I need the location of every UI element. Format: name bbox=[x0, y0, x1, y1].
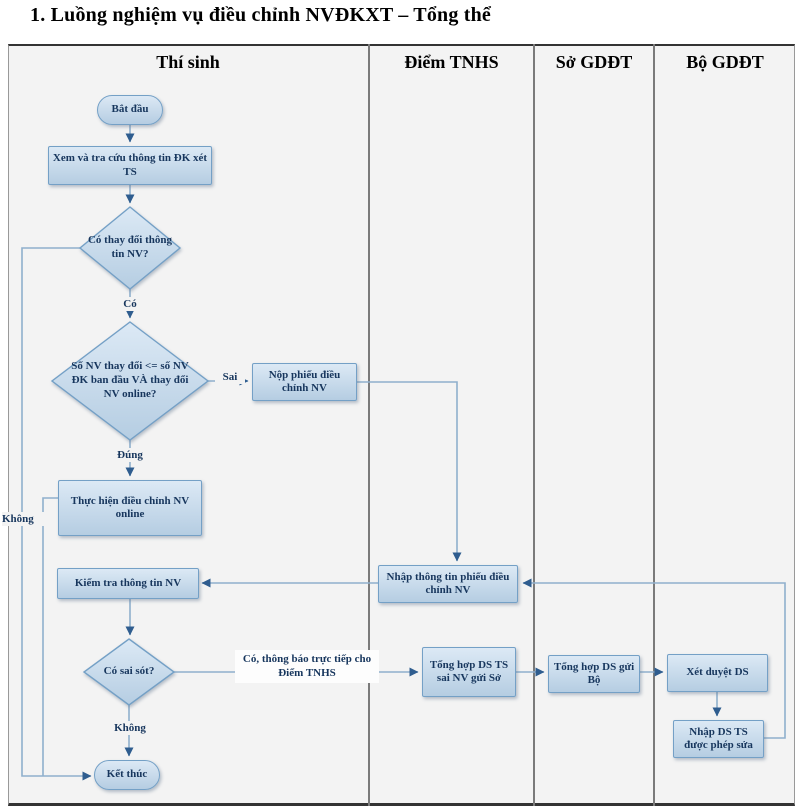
view-info-node: Xem và tra cứu thông tin ĐK xét TS bbox=[48, 146, 212, 185]
lane-header-bo-gddt: Bộ GDĐT bbox=[686, 52, 764, 72]
end-node: Kết thúc bbox=[94, 760, 160, 790]
edge-adjust-to-end-join bbox=[42, 497, 58, 776]
edge-label-notify: Có, thông báo trực tiếp cho Điểm TNHS bbox=[235, 650, 379, 683]
edge-label-sai: Sai bbox=[215, 370, 245, 385]
edge-allowed-to-enterform-feedback bbox=[522, 578, 786, 739]
decision-qchange-shape bbox=[78, 206, 182, 290]
edge-label-co: Có bbox=[118, 297, 142, 312]
decision-qerror-label: Có sai sót? bbox=[103, 665, 155, 678]
edge-label-khong-bottom: Không bbox=[106, 721, 154, 736]
edge-submit-to-enterform bbox=[357, 381, 462, 562]
lane-header-so-gddt: Sở GDĐT bbox=[555, 52, 633, 72]
approve-ds-node: Xét duyệt DS bbox=[667, 654, 768, 692]
decision-qcondition-label: Số NV thay đổi <= số NV ĐK ban đầu VÀ th… bbox=[71, 360, 189, 400]
aggregate-point-node: Tổng hợp DS TS sai NV gửi Sở bbox=[422, 647, 516, 697]
lane-separator-3 bbox=[653, 44, 655, 806]
submit-form-node: Nộp phiếu điều chỉnh NV bbox=[252, 363, 357, 401]
enter-allowed-node: Nhập DS TS được phép sửa bbox=[673, 720, 764, 758]
lane-header-diem-tnhs: Điểm TNHS bbox=[404, 52, 499, 72]
lane-separator-2 bbox=[533, 44, 535, 806]
adjust-online-node: Thực hiện điều chỉnh NV online bbox=[58, 480, 202, 536]
decision-qcondition-shape bbox=[50, 321, 210, 441]
check-info-node: Kiểm tra thông tin NV bbox=[57, 568, 199, 599]
aggregate-so-node: Tổng hợp DS gửi Bộ bbox=[548, 655, 640, 693]
edge-label-dung: Đúng bbox=[107, 448, 153, 463]
lane-header-thi-sinh: Thí sinh bbox=[156, 52, 220, 72]
decision-qerror-shape bbox=[82, 638, 176, 706]
page-title: 1. Luồng nghiệm vụ điều chỉnh NVĐKXT – T… bbox=[30, 4, 492, 26]
decision-qchange-label: Có thay đổi thông tin NV? bbox=[87, 234, 173, 260]
lane-separator-1 bbox=[368, 44, 370, 806]
start-node: Bắt đầu bbox=[97, 95, 163, 125]
edge-label-khong-left: Không bbox=[2, 512, 44, 527]
enter-form-node: Nhập thông tin phiếu điều chỉnh NV bbox=[378, 565, 518, 603]
